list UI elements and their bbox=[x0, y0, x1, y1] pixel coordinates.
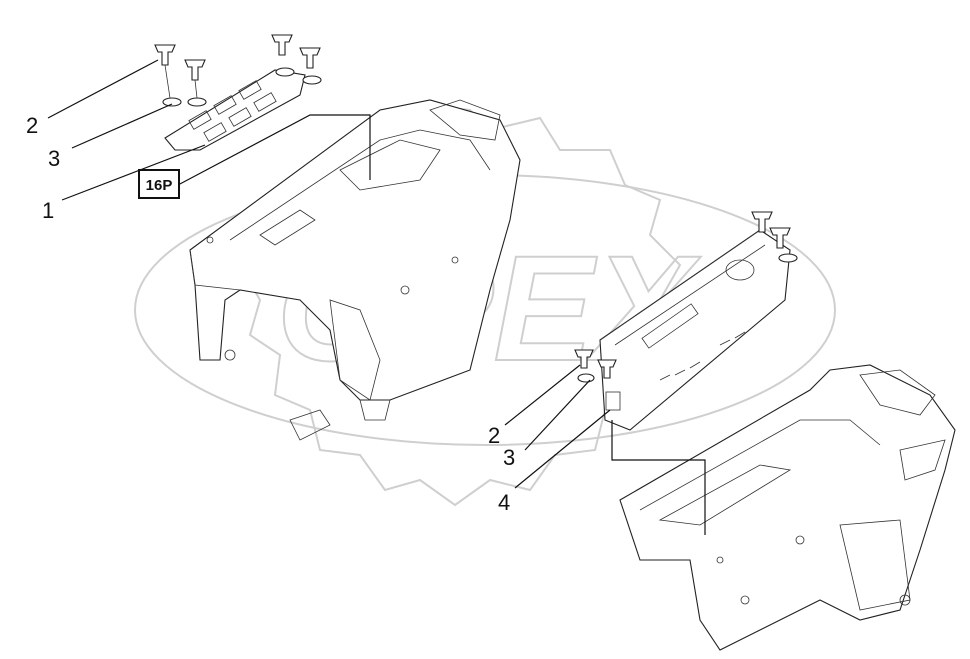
right-fasteners bbox=[574, 211, 798, 383]
watermark-gear bbox=[238, 103, 682, 507]
callout-left-1: 1 bbox=[42, 198, 54, 223]
reference-box-label: 16P bbox=[146, 177, 173, 194]
left-switch-plate bbox=[164, 69, 306, 151]
callout-left-3: 3 bbox=[48, 146, 60, 171]
callout-right-3: 3 bbox=[503, 445, 515, 470]
right-console-housing bbox=[619, 364, 956, 651]
left-leaders bbox=[47, 59, 371, 201]
left-fasteners bbox=[154, 34, 322, 107]
callout-right-4: 4 bbox=[498, 490, 510, 515]
left-console-housing bbox=[189, 99, 521, 441]
callout-right-2: 2 bbox=[488, 423, 500, 448]
callout-left-2: 2 bbox=[26, 113, 38, 138]
right-leaders bbox=[504, 364, 706, 535]
reference-box-16p: 16P bbox=[138, 169, 180, 199]
